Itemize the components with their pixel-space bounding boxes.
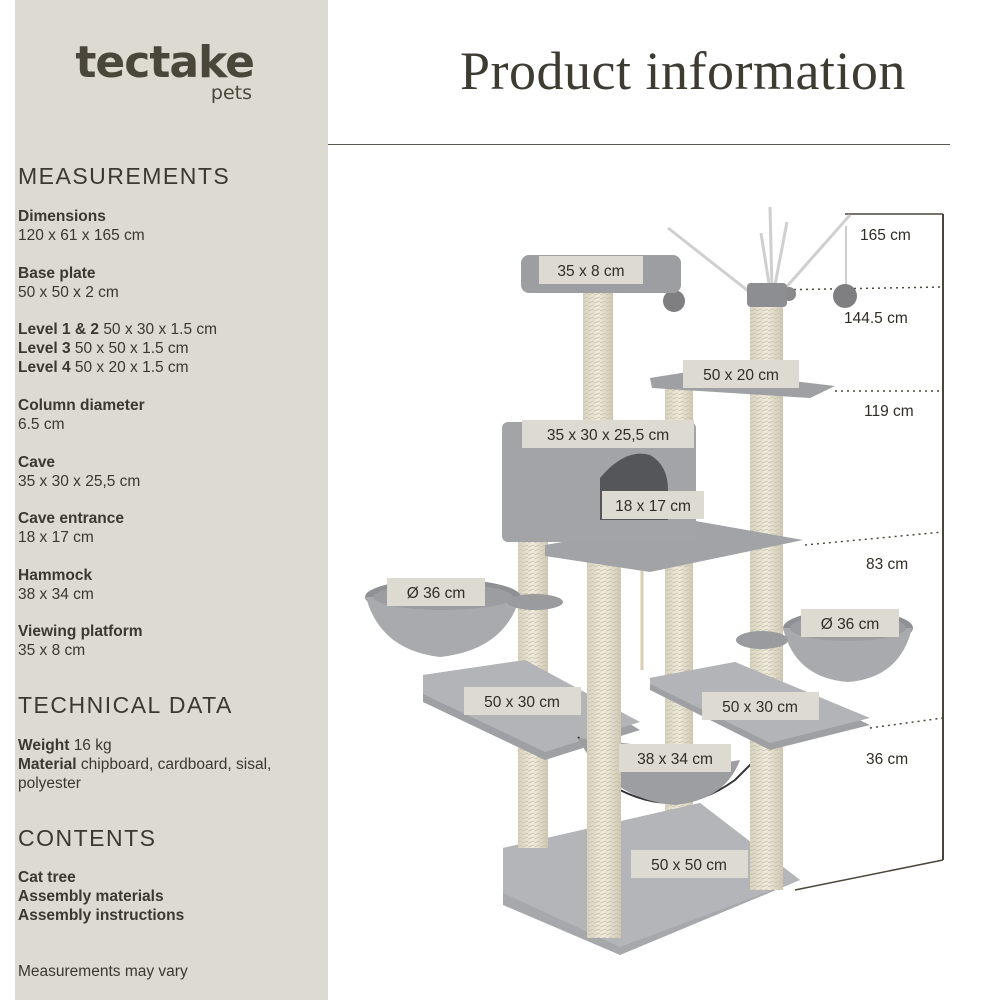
label-bowl-right: Ø 36 cm (821, 616, 880, 633)
spec-cave: Cave 35 x 30 x 25,5 cm (18, 453, 318, 491)
spec-value: 35 x 8 cm (18, 642, 86, 659)
spec-levels: Level 1 & 2 50 x 30 x 1.5 cm Level 3 50 … (18, 320, 318, 377)
spec-value: 38 x 34 cm (18, 586, 94, 603)
label-top: 50 x 20 cm (703, 367, 779, 384)
spec-hammock: Hammock 38 x 34 cm (18, 566, 318, 604)
spec-value: 120 x 61 x 165 cm (18, 227, 145, 244)
label-box (619, 744, 731, 772)
label-hammock: 38 x 34 cm (637, 751, 713, 768)
spec-label: Material (18, 756, 77, 773)
spec-dimensions: Dimensions 120 x 61 x 165 cm (18, 207, 318, 245)
spec-technical: Weight 16 kg Material chipboard, cardboa… (18, 736, 308, 793)
height-label-119: 119 cm (864, 403, 914, 420)
contents-list: Cat tree Assembly materials Assembly ins… (18, 868, 318, 925)
title-divider (328, 144, 950, 145)
list-item: Assembly materials (18, 888, 164, 905)
label-box (602, 491, 704, 519)
footnote: Measurements may vary (18, 963, 188, 980)
spec-value: 6.5 cm (18, 416, 65, 433)
page-title: Product information (460, 41, 906, 101)
spec-label: Cave (18, 454, 56, 471)
height-label-36: 36 cm (866, 751, 908, 768)
spec-label: Base plate (18, 265, 96, 282)
spec-label: Cave entrance (18, 510, 124, 527)
spec-label: Level 3 (18, 340, 71, 357)
spec-value: 16 kg (73, 737, 112, 754)
label-base: 50 x 50 cm (651, 857, 727, 874)
label-box (539, 256, 643, 284)
label-level-left: 50 x 30 cm (484, 694, 560, 711)
height-label-144: 144.5 cm (844, 310, 908, 327)
label-viewing: 35 x 8 cm (557, 263, 624, 280)
spec-value: 50 x 50 x 2 cm (18, 284, 119, 301)
spec-column: Column diameter 6.5 cm (18, 396, 318, 434)
pompom-toy (663, 290, 685, 312)
spec-value: 35 x 30 x 25,5 cm (18, 473, 141, 490)
height-label-83: 83 cm (866, 556, 908, 573)
spec-value: 50 x 50 x 1.5 cm (74, 340, 189, 357)
list-item: Cat tree (18, 869, 76, 886)
label-box (387, 578, 485, 606)
sidebar-panel (15, 0, 328, 1000)
label-bowl-left: Ø 36 cm (407, 585, 466, 602)
label-box (801, 609, 899, 637)
spec-label: Hammock (18, 567, 93, 584)
brand-logo: tectake pets (62, 37, 255, 105)
spec-label: Column diameter (18, 397, 145, 414)
measurements-heading: MEASUREMENTS (18, 163, 231, 189)
label-box (522, 420, 694, 448)
label-box (702, 692, 819, 720)
spec-viewing-platform: Viewing platform 35 x 8 cm (18, 622, 318, 660)
dimension-labels: 35 x 8 cm 50 x 20 cm 35 x 30 x 25,5 cm 1… (387, 256, 899, 878)
spec-label: Viewing platform (18, 623, 143, 640)
spec-label: Level 1 & 2 (18, 321, 99, 338)
label-entrance: 18 x 17 cm (615, 498, 691, 515)
label-box (683, 360, 799, 388)
height-scale (769, 213, 944, 891)
spec-base-plate: Base plate 50 x 50 x 2 cm (18, 264, 318, 302)
technical-heading: TECHNICAL DATA (18, 692, 233, 718)
spec-label: Level 4 (18, 359, 71, 376)
toy-strings (667, 206, 852, 296)
contents-heading: CONTENTS (18, 825, 157, 851)
spec-value: 50 x 20 x 1.5 cm (74, 359, 189, 376)
pompom-toy (833, 284, 857, 308)
list-item: Assembly instructions (18, 907, 185, 924)
brand-sub: pets (210, 82, 252, 104)
spec-value: 50 x 30 x 1.5 cm (103, 321, 218, 338)
spec-value: chipboard, cardboard, sisal, polyester (18, 756, 272, 792)
label-box (464, 687, 581, 715)
height-label-165: 165 cm (860, 227, 911, 244)
spec-label: Weight (18, 737, 70, 754)
label-box (631, 850, 748, 878)
spec-cave-entrance: Cave entrance 18 x 17 cm (18, 509, 318, 547)
level-3-platform (545, 520, 803, 572)
label-level-right: 50 x 30 cm (722, 699, 798, 716)
spec-label: Dimensions (18, 208, 106, 225)
label-cave: 35 x 30 x 25,5 cm (547, 427, 669, 444)
brand-name: tectake (75, 37, 255, 88)
spec-value: 18 x 17 cm (18, 529, 94, 546)
